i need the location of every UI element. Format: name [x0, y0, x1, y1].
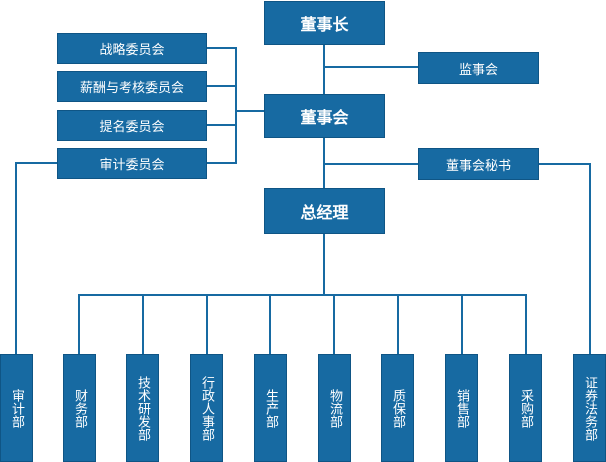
dept-finance: 财务部	[63, 354, 96, 462]
dept-rnd: 技术研发部	[126, 354, 159, 462]
secretary-to-securities	[539, 163, 591, 354]
dept-quality: 质保部	[381, 354, 414, 462]
supervisors-box: 监事会	[418, 52, 539, 84]
dept-securities-legal: 证券法务部	[573, 354, 606, 462]
committee-strategy: 战略委员会	[57, 33, 207, 64]
audit-committee-to-audit-dept	[15, 162, 57, 354]
committee-compensation: 薪酬与考核委员会	[57, 71, 207, 102]
dept-sales: 销售部	[445, 354, 478, 462]
chairman-box: 董事长	[264, 1, 385, 45]
dept-production: 生产部	[254, 354, 287, 462]
dept-admin-hr: 行政人事部	[190, 354, 223, 462]
secretary-box: 董事会秘书	[418, 148, 539, 180]
dept-purchasing: 采购部	[509, 354, 542, 462]
dept-logistics: 物流部	[318, 354, 351, 462]
committee-audit: 审计委员会	[57, 148, 207, 179]
board-box: 董事会	[264, 94, 385, 138]
committee-nomination: 提名委员会	[57, 110, 207, 141]
dept-audit: 审计部	[0, 354, 33, 462]
general-manager-box: 总经理	[264, 188, 385, 234]
